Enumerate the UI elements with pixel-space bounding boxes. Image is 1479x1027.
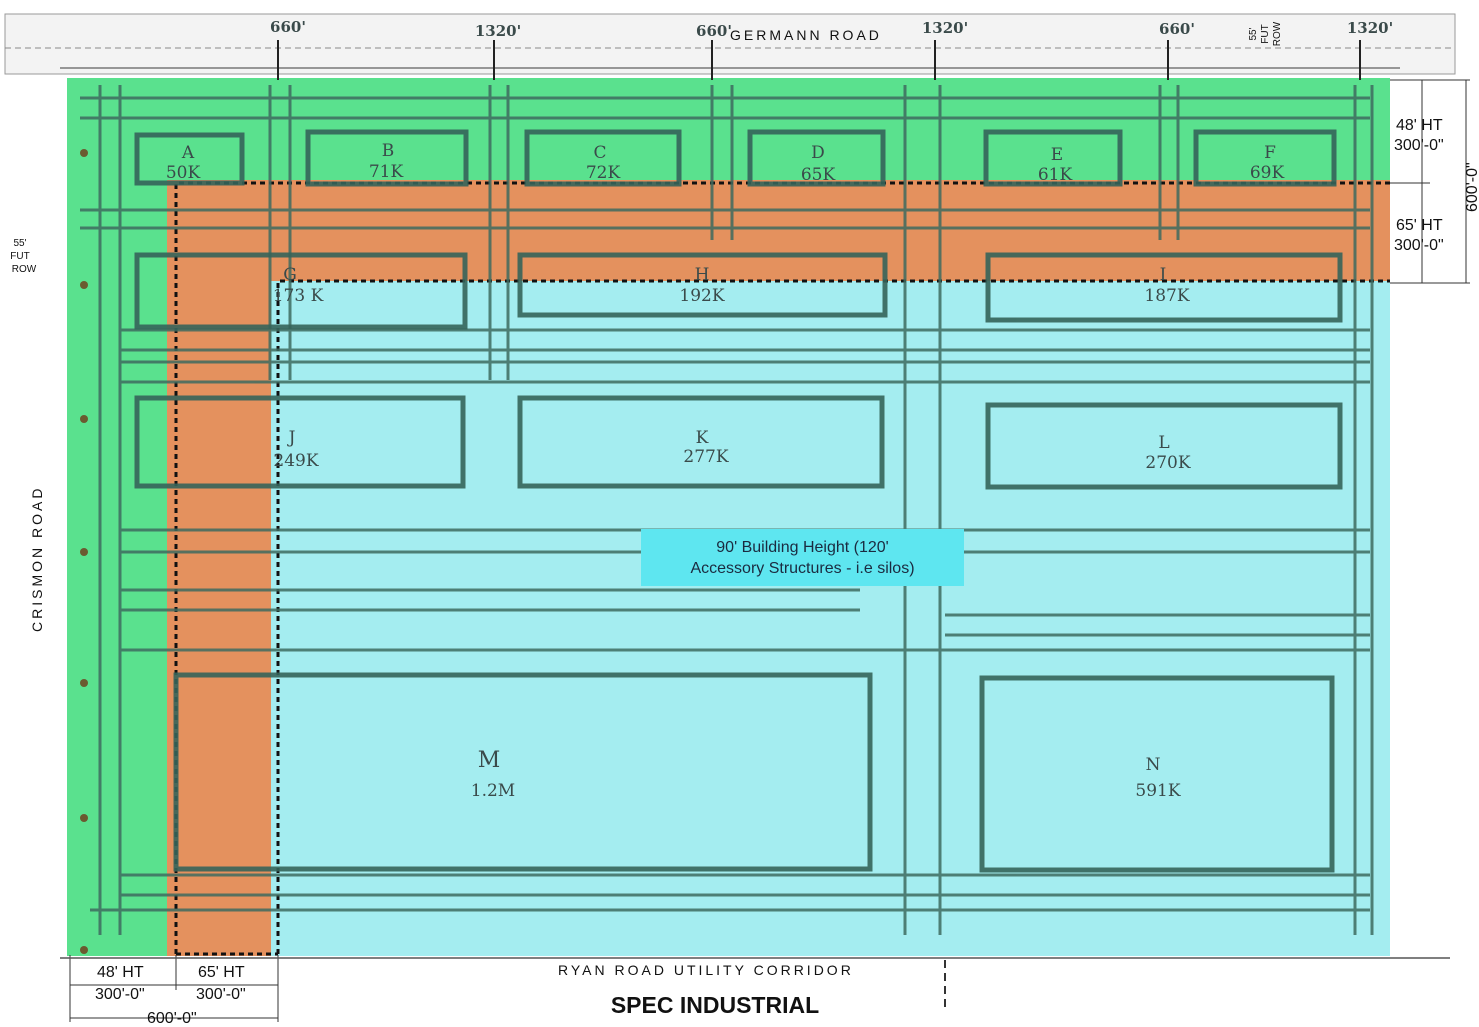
building-l: [985, 402, 1343, 490]
right-48-height: 48' HT: [1396, 117, 1443, 134]
label-i-id: I: [1160, 265, 1167, 285]
top-mark-3: 660': [696, 22, 732, 40]
top-mark-2: 1320': [475, 22, 521, 40]
label-b-id: B: [382, 141, 395, 161]
internal-roads: [80, 85, 1374, 935]
germann-road-band: [4, 13, 1456, 75]
label-k-id: K: [696, 428, 709, 448]
west-row-fut: FUT: [10, 251, 29, 262]
top-mark-ticks: [277, 40, 1361, 80]
building-d: [747, 129, 886, 187]
label-n-area: 591K: [1135, 781, 1180, 801]
label-h-area: 192K: [679, 286, 724, 306]
building-outlines: [134, 129, 1343, 873]
zone-90-callout-line1: 90' Building Height (120': [716, 538, 889, 556]
label-d-area: 65K: [801, 165, 836, 185]
label-n-id: N: [1146, 755, 1161, 775]
zone-90-callout: 90' Building Height (120' Accessory Stru…: [641, 529, 964, 586]
building-c: [524, 129, 682, 187]
label-a-area: 50K: [166, 163, 201, 183]
right-65-height: 65' HT: [1396, 217, 1443, 234]
west-row-size: 55': [13, 238, 26, 249]
label-b-area: 71K: [369, 162, 404, 182]
bottom-overall-dim: 600'-0": [147, 1010, 197, 1027]
north-row-row: ROW: [1272, 21, 1283, 46]
top-mark-4: 1320': [922, 19, 968, 37]
building-j: [134, 395, 466, 489]
label-j-area: 249K: [273, 451, 318, 471]
label-k-area: 277K: [683, 447, 728, 467]
ryan-road-label: RYAN ROAD UTILITY CORRIDOR: [558, 962, 854, 978]
label-h-id: H: [695, 265, 710, 285]
label-c-id: C: [593, 143, 606, 163]
label-f-id: F: [1264, 143, 1276, 163]
west-row-row: ROW: [12, 264, 37, 275]
tree-markers: [80, 149, 88, 954]
bottom-48-height: 48' HT: [97, 964, 144, 981]
building-h: [517, 252, 888, 318]
building-n: [979, 675, 1335, 873]
label-c-area: 72K: [586, 163, 621, 183]
right-overall-dim: 600'-0": [1464, 162, 1479, 212]
top-mark-6: 1320': [1347, 19, 1393, 37]
label-l-area: 270K: [1145, 453, 1190, 473]
building-i: [985, 252, 1343, 323]
label-g-id: G: [283, 265, 297, 285]
zone-90-fill: [271, 281, 1390, 956]
label-m-id: M: [478, 748, 501, 773]
building-g: [134, 252, 468, 330]
zone-90-callout-line2: Accessory Structures - i.e silos): [690, 559, 915, 577]
label-a-id: A: [181, 143, 195, 163]
bottom-65-width: 300'-0": [196, 986, 246, 1003]
label-g-area: 173 K: [273, 286, 324, 306]
building-e: [983, 129, 1123, 187]
label-j-id: J: [287, 428, 296, 448]
label-e-id: E: [1051, 145, 1063, 165]
bottom-dimensions: 48' HT 300'-0" 65' HT 300'-0" 600'-0": [69, 955, 279, 1027]
top-mark-1: 660': [270, 18, 306, 36]
label-f-area: 69K: [1250, 163, 1285, 183]
north-row-fut: FUT: [1260, 24, 1271, 43]
west-row-note: 55' FUT ROW: [10, 238, 37, 275]
building-f: [1193, 129, 1337, 187]
bottom-65-height: 65' HT: [198, 964, 245, 981]
label-m-area: 1.2M: [471, 781, 515, 801]
top-mark-5: 660': [1159, 20, 1195, 38]
right-dimensions: 48' HT 300'-0" 65' HT 300'-0" 600'-0": [1390, 79, 1479, 284]
crismon-road-label: CRISMON ROAD: [29, 486, 45, 632]
label-e-area: 61K: [1038, 165, 1073, 185]
north-row-size: 55': [1248, 27, 1259, 40]
building-m: [173, 672, 873, 872]
right-65-width: 300'-0": [1394, 237, 1444, 254]
building-b: [305, 129, 469, 187]
north-row-note: 55' FUT ROW: [1248, 21, 1283, 46]
bottom-48-width: 300'-0": [95, 986, 145, 1003]
right-48-width: 300'-0": [1394, 137, 1444, 154]
germann-road-label: GERMANN ROAD: [730, 27, 882, 43]
building-a: [134, 132, 245, 186]
label-d-id: D: [811, 143, 825, 163]
zone-90-boundary: [276, 279, 1390, 954]
building-k: [517, 395, 885, 489]
label-i-area: 187K: [1144, 286, 1189, 306]
page-title: SPEC INDUSTRIAL: [610, 992, 820, 1018]
label-l-id: L: [1158, 433, 1169, 453]
